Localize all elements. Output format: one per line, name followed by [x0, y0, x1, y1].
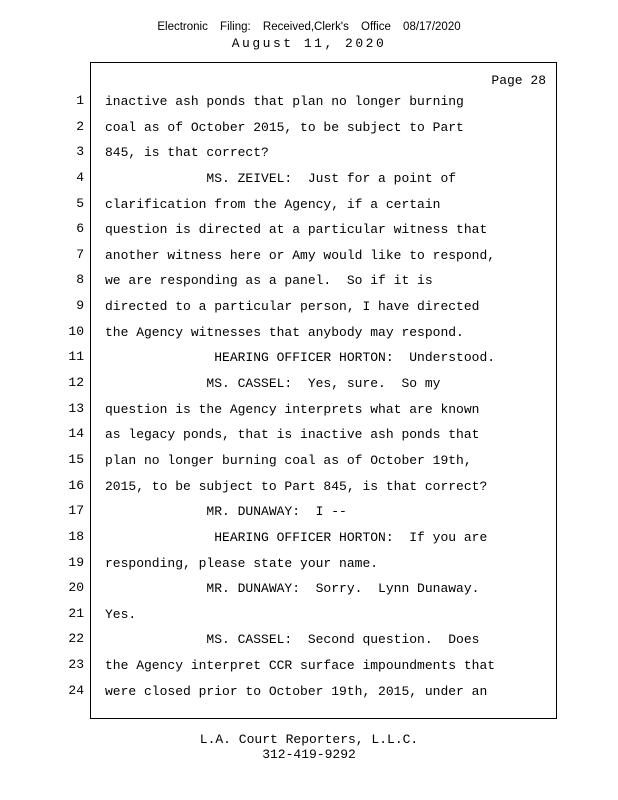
transcript-line: HEARING OFFICER HORTON: Understood.: [105, 350, 496, 366]
transcript-line: MR. DUNAWAY: I --: [105, 504, 347, 520]
line-number: 19: [68, 554, 84, 570]
transcript-line: responding, please state your name.: [105, 555, 379, 571]
line-number: 15: [68, 451, 84, 467]
line-number: 1: [76, 93, 84, 108]
transcript-line: directed to a particular person, I have …: [105, 299, 480, 315]
line-number: 12: [68, 375, 84, 391]
line-number: 23: [68, 657, 84, 673]
transcript-line: clarification from the Agency, if a cert…: [105, 196, 441, 212]
line-number: 22: [68, 631, 84, 647]
line-number: 4: [76, 169, 84, 185]
transcript-line: 2015, to be subject to Part 845, is that…: [105, 478, 488, 494]
line-number: 9: [76, 298, 84, 314]
transcript-line: Yes.: [105, 606, 137, 622]
reporter-name: L.A. Court Reporters, L.L.C.: [199, 732, 419, 747]
transcript-line: the Agency witnesses that anybody may re…: [105, 324, 464, 340]
reporter-footer: L.A. Court Reporters, L.L.C. 312-419-929…: [0, 732, 618, 762]
transcript-line: inactive ash ponds that plan no longer b…: [105, 94, 464, 109]
transcript-line: HEARING OFFICER HORTON: If you are: [105, 529, 488, 545]
transcript-line: the Agency interpret CCR surface impound…: [105, 658, 496, 674]
transcript-line: MS. ZEIVEL: Just for a point of: [105, 170, 457, 186]
line-number: 8: [76, 272, 84, 288]
line-number: 6: [76, 221, 84, 237]
transcript-line: 845, is that correct?: [105, 145, 269, 161]
transcript-line: MS. CASSEL: Second question. Does: [105, 632, 480, 648]
line-number: 24: [68, 682, 84, 698]
line-number: 2: [76, 118, 84, 134]
line-number: 5: [76, 195, 84, 211]
transcript-line: plan no longer burning coal as of Octobe…: [105, 452, 472, 468]
transcript-line: question is directed at a particular wit…: [105, 222, 488, 238]
transcript-line: question is the Agency interprets what a…: [105, 401, 480, 417]
page-number-label: Page 28: [491, 73, 546, 88]
line-number: 20: [68, 580, 84, 596]
transcript-line: as legacy ponds, that is inactive ash po…: [105, 427, 480, 443]
transcript-box: Page 28 inactive ash ponds that plan no …: [90, 62, 557, 719]
transcript-line: we are responding as a panel. So if it i…: [105, 273, 433, 289]
line-number: 10: [68, 323, 84, 339]
line-number: 11: [68, 349, 84, 365]
line-number: 21: [68, 605, 84, 621]
transcript-line: MS. CASSEL: Yes, sure. So my: [105, 376, 441, 392]
line-number: 13: [68, 400, 84, 416]
transcript-lines: inactive ash ponds that plan no longer b…: [105, 89, 552, 704]
line-number: 7: [76, 246, 84, 262]
line-number: 16: [68, 477, 84, 493]
line-number: 18: [68, 528, 84, 544]
transcript-line: were closed prior to October 19th, 2015,…: [105, 683, 488, 699]
hearing-date: August 11, 2020: [231, 36, 387, 51]
transcript-line: MR. DUNAWAY: Sorry. Lynn Dunaway.: [105, 581, 480, 597]
line-number: 17: [68, 503, 84, 519]
efiling-stamp: Electronic Filing: Received,Clerk's Offi…: [157, 21, 461, 33]
line-number: 3: [76, 144, 84, 160]
transcript-line: another witness here or Amy would like t…: [105, 247, 496, 263]
transcript-line: coal as of October 2015, to be subject t…: [105, 119, 464, 135]
reporter-phone: 312-419-9292: [262, 746, 356, 762]
line-number: 14: [68, 426, 84, 442]
